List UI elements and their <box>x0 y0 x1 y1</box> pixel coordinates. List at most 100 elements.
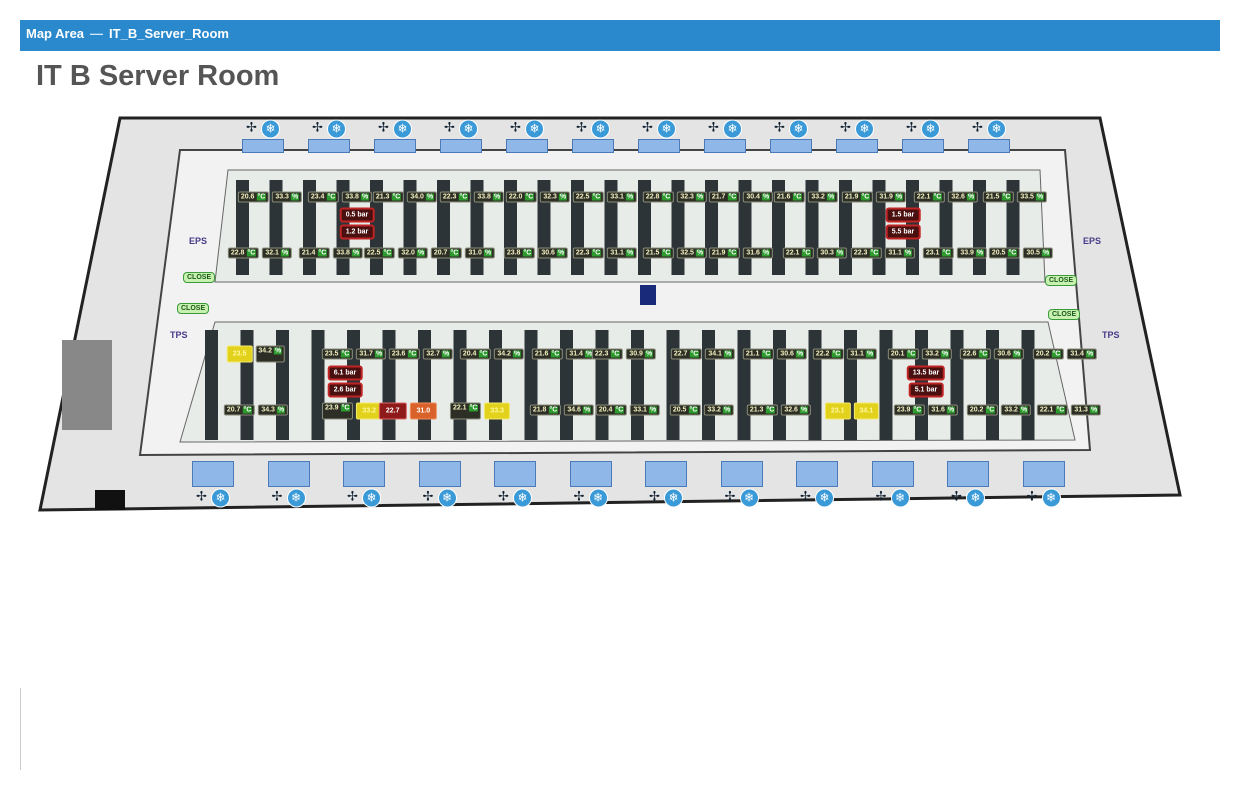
cooling-unit[interactable]: ✢❄ <box>194 488 230 508</box>
server-rack[interactable] <box>205 330 218 440</box>
pressure-sensor[interactable]: 5.5 bar <box>885 224 921 240</box>
crac-unit[interactable] <box>494 461 536 487</box>
crac-unit[interactable] <box>192 461 234 487</box>
crac-unit[interactable] <box>871 461 914 487</box>
crac-unit[interactable] <box>440 139 482 153</box>
crac-unit[interactable] <box>645 461 687 487</box>
cooling-unit[interactable]: ✢❄ <box>496 488 532 508</box>
crac-unit[interactable] <box>720 461 763 487</box>
cooling-unit[interactable]: ✢❄ <box>508 119 544 139</box>
crac-unit[interactable] <box>569 461 612 487</box>
cooling-unit[interactable]: ✢❄ <box>421 488 457 508</box>
cooling-unit[interactable]: ✢❄ <box>640 119 676 139</box>
breadcrumb-map-area[interactable]: Map Area <box>26 26 85 41</box>
crac-unit[interactable] <box>242 139 284 153</box>
cooling-unit[interactable]: ✢❄ <box>244 119 280 139</box>
cooling-unit[interactable]: ✢❄ <box>310 119 346 139</box>
crac-unit[interactable] <box>267 461 310 487</box>
crac-unit[interactable] <box>968 139 1010 153</box>
crac-unit[interactable] <box>704 139 746 153</box>
crac-unit[interactable] <box>1022 461 1065 487</box>
server-rack[interactable] <box>631 330 644 440</box>
cooling-unit[interactable]: ✢❄ <box>647 488 683 508</box>
pressure-sensor[interactable]: 1.2 bar <box>339 224 375 240</box>
cooling-unit[interactable]: ✢❄ <box>706 119 742 139</box>
crac-unit[interactable] <box>770 139 812 153</box>
cooling-unit[interactable]: ✢❄ <box>270 488 306 508</box>
server-rack[interactable] <box>773 330 786 440</box>
pressure-sensor[interactable]: 6.1 bar <box>327 365 363 381</box>
cooling-unit[interactable]: ✢❄ <box>376 119 412 139</box>
cooling-unit[interactable]: ✢❄ <box>798 488 834 508</box>
crac-unit[interactable] <box>572 139 614 153</box>
cooling-unit[interactable]: ✢❄ <box>838 119 874 139</box>
pressure-sensor[interactable]: 1.5 bar <box>885 207 921 223</box>
crac-unit[interactable] <box>374 139 416 153</box>
server-rack[interactable] <box>489 330 502 440</box>
crac-unit[interactable] <box>947 461 989 487</box>
server-rack[interactable] <box>524 330 538 440</box>
crac-unit[interactable] <box>308 139 350 153</box>
door-close-button[interactable]: CLOSE <box>177 303 210 314</box>
pressure-sensor[interactable]: 2.6 bar <box>327 382 363 398</box>
server-rack[interactable] <box>560 330 573 440</box>
server-rack[interactable] <box>950 330 964 440</box>
cooling-unit[interactable]: ✢❄ <box>772 119 808 139</box>
pressure-sensor[interactable]: 13.5 bar <box>906 365 946 381</box>
cooling-unit[interactable]: ✢❄ <box>904 119 940 139</box>
cooling-unit[interactable]: ✢❄ <box>949 488 985 508</box>
cooling-unit[interactable]: ✢❄ <box>874 488 910 508</box>
cooling-unit[interactable]: ✢❄ <box>723 488 759 508</box>
cooling-unit[interactable]: ✢❄ <box>1025 488 1061 508</box>
server-rack[interactable] <box>418 330 431 440</box>
crac-unit[interactable] <box>902 139 944 153</box>
server-rack[interactable] <box>595 330 609 440</box>
server-rack[interactable] <box>986 330 999 440</box>
pressure-sensor[interactable]: 0.5 bar <box>339 207 375 223</box>
server-rack[interactable] <box>737 330 751 440</box>
server-rack[interactable] <box>772 180 785 275</box>
server-rack[interactable] <box>382 330 396 440</box>
server-rack[interactable] <box>311 330 325 440</box>
crac-unit[interactable] <box>506 139 548 153</box>
server-rack[interactable] <box>808 330 822 440</box>
door-close-button[interactable]: CLOSE <box>1048 309 1081 320</box>
